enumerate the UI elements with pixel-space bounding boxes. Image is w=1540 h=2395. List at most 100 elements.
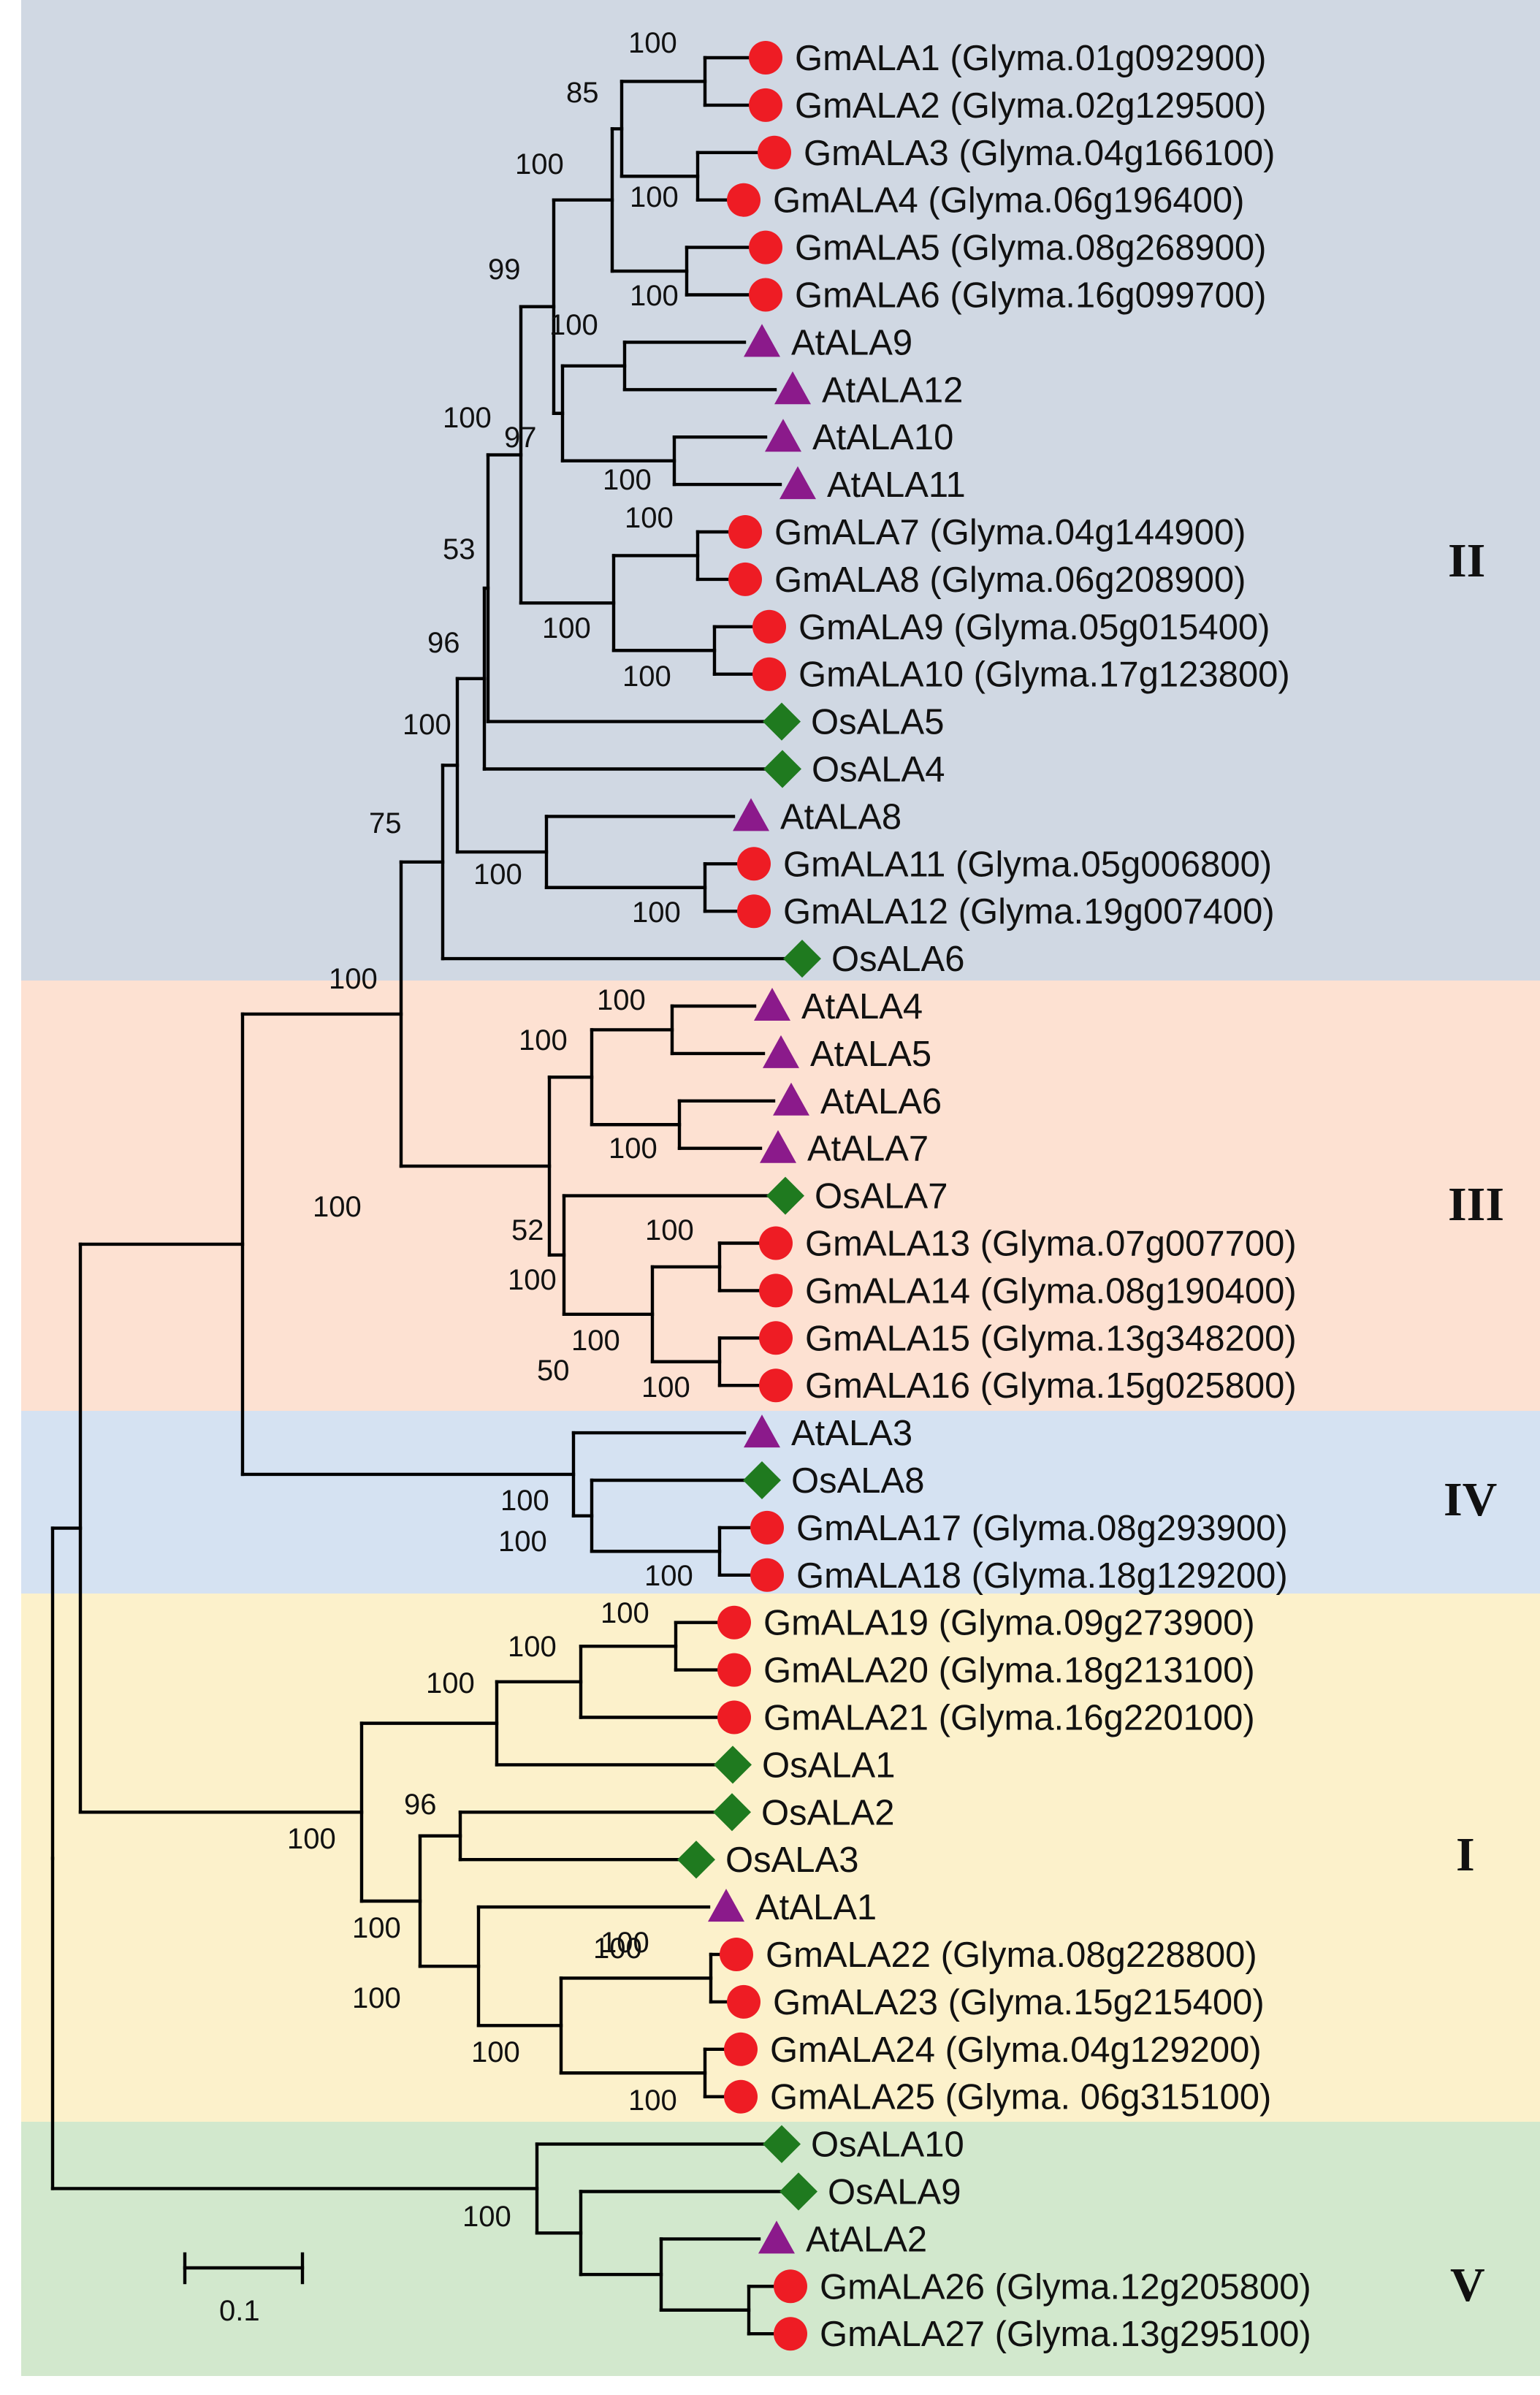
green-diamond-icon — [743, 1461, 781, 1499]
leaf-label: GmALA6 (Glyma.16g099700) — [795, 276, 1267, 316]
bootstrap-value: 100 — [609, 1132, 657, 1165]
clade-label-II: II — [1448, 534, 1485, 587]
leaf-label: OsALA1 — [762, 1745, 895, 1785]
leaf-label: GmALA2 (Glyma.02g129500) — [795, 86, 1267, 126]
scale-bar: 0.1 — [183, 2252, 305, 2327]
red-circle-icon — [774, 2269, 807, 2304]
purple-triangle-icon — [774, 371, 811, 405]
bootstrap-value: 100 — [622, 660, 671, 693]
green-diamond-icon — [783, 940, 821, 978]
purple-triangle-icon — [754, 988, 790, 1021]
red-circle-icon — [759, 1273, 793, 1308]
red-circle-icon — [728, 562, 762, 596]
bootstrap-value: 100 — [632, 896, 681, 929]
leaf-label: GmALA10 (Glyma.17g123800) — [798, 655, 1290, 695]
purple-triangle-icon — [763, 1035, 799, 1068]
leaf-label: AtALA4 — [801, 987, 923, 1027]
red-circle-icon — [750, 1510, 784, 1545]
bootstrap-labels: 1008510010010099100100971005310010096100… — [287, 27, 694, 2233]
green-diamond-icon — [677, 1840, 715, 1879]
bootstrap-value: 100 — [542, 612, 591, 644]
bootstrap-value: 100 — [630, 181, 679, 213]
leaf-label: OsALA2 — [761, 1793, 894, 1832]
bootstrap-value: 52 — [511, 1214, 544, 1246]
red-circle-icon — [749, 88, 782, 122]
leaf-label: GmALA20 (Glyma.18g213100) — [763, 1651, 1255, 1691]
branches — [50, 56, 787, 2336]
clade-I-background — [21, 1594, 1540, 2122]
leaf-label: AtALA6 — [820, 1082, 942, 1122]
leaf-labels: GmALA1 (Glyma.01g092900)GmALA2 (Glyma.02… — [725, 39, 1311, 2354]
leaf-label: GmALA18 (Glyma.18g129200) — [796, 1556, 1288, 1596]
leaf-label: AtALA9 — [791, 323, 912, 362]
bootstrap-value: 50 — [537, 1355, 570, 1387]
leaf-label: AtALA1 — [755, 1888, 877, 1927]
bootstrap-value: 96 — [427, 627, 460, 659]
red-circle-icon — [717, 1653, 751, 1687]
red-circle-icon — [727, 183, 761, 217]
red-circle-icon — [717, 1605, 751, 1640]
bootstrap-value: 100 — [313, 1191, 362, 1223]
bootstrap-value: 100 — [403, 709, 451, 741]
clade-label-III: III — [1448, 1178, 1504, 1231]
red-circle-icon — [720, 1938, 753, 1971]
leaf-label: OsALA4 — [812, 750, 945, 790]
clade-label-I: I — [1456, 1828, 1475, 1881]
red-circle-icon — [752, 657, 786, 691]
leaf-label: GmALA8 (Glyma.06g208900) — [774, 560, 1246, 600]
leaf-label: AtALA3 — [791, 1414, 912, 1453]
leaf-label: GmALA4 (Glyma.06g196400) — [773, 181, 1245, 221]
purple-triangle-icon — [744, 1414, 780, 1448]
leaf-label: GmALA15 (Glyma.13g348200) — [805, 1319, 1297, 1358]
bootstrap-value: 100 — [597, 984, 646, 1016]
bootstrap-value: 100 — [601, 1927, 649, 1959]
red-circle-icon — [759, 1321, 793, 1355]
bootstrap-value: 100 — [500, 1485, 549, 1517]
leaf-label: AtALA10 — [812, 418, 953, 457]
red-circle-icon — [717, 1700, 751, 1735]
bootstrap-value: 100 — [329, 963, 378, 995]
bootstrap-value: 100 — [515, 148, 564, 180]
leaf-label: AtALA7 — [807, 1130, 929, 1169]
leaf-label: GmALA25 (Glyma. 06g315100) — [770, 2078, 1271, 2117]
red-circle-icon — [728, 515, 762, 549]
red-circle-icon — [774, 2317, 807, 2351]
bootstrap-value: 100 — [508, 1264, 557, 1296]
leaf-label: AtALA2 — [806, 2220, 927, 2259]
leaf-label: GmALA13 (Glyma.07g007700) — [805, 1225, 1297, 1264]
purple-triangle-icon — [760, 1130, 796, 1163]
leaf-label: OsALA6 — [831, 940, 964, 979]
scale-bar-label: 0.1 — [219, 2295, 260, 2327]
bootstrap-value: 96 — [404, 1789, 437, 1821]
leaf-label: GmALA27 (Glyma.13g295100) — [820, 2315, 1311, 2354]
leaf-label: GmALA5 (Glyma.08g268900) — [795, 229, 1267, 268]
green-diamond-icon — [763, 750, 801, 788]
bootstrap-value: 75 — [369, 807, 402, 839]
bootstrap-value: 100 — [352, 1912, 401, 1944]
red-circle-icon — [749, 230, 782, 264]
purple-triangle-icon — [733, 798, 769, 831]
leaf-label: AtALA8 — [780, 797, 901, 837]
purple-triangle-icon — [744, 324, 780, 357]
leaf-label: GmALA21 (Glyma.16g220100) — [763, 1699, 1255, 1738]
purple-triangle-icon — [779, 466, 816, 500]
leaf-label: GmALA23 (Glyma.15g215400) — [773, 1983, 1265, 2022]
clade-label-IV: IV — [1444, 1473, 1497, 1526]
leaf-label: AtALA5 — [810, 1035, 931, 1074]
leaf-label: GmALA17 (Glyma.08g293900) — [796, 1509, 1288, 1548]
red-circle-icon — [727, 1984, 761, 2019]
bootstrap-value: 100 — [519, 1024, 568, 1056]
purple-triangle-icon — [708, 1889, 744, 1922]
bootstrap-value: 100 — [508, 1631, 557, 1663]
bootstrap-value: 100 — [443, 402, 492, 434]
leaf-label: OsALA8 — [791, 1461, 924, 1501]
green-diamond-icon — [713, 1793, 751, 1832]
bootstrap-value: 100 — [352, 1982, 401, 2014]
bootstrap-value: 85 — [566, 77, 599, 109]
clade-IV-background — [21, 1411, 1540, 1594]
leaf-label: GmALA11 (Glyma.05g006800) — [783, 845, 1272, 884]
red-circle-icon — [759, 1368, 793, 1403]
leaf-label: GmALA9 (Glyma.05g015400) — [798, 608, 1270, 647]
leaf-label: AtALA11 — [827, 465, 966, 505]
bootstrap-value: 100 — [630, 280, 679, 312]
